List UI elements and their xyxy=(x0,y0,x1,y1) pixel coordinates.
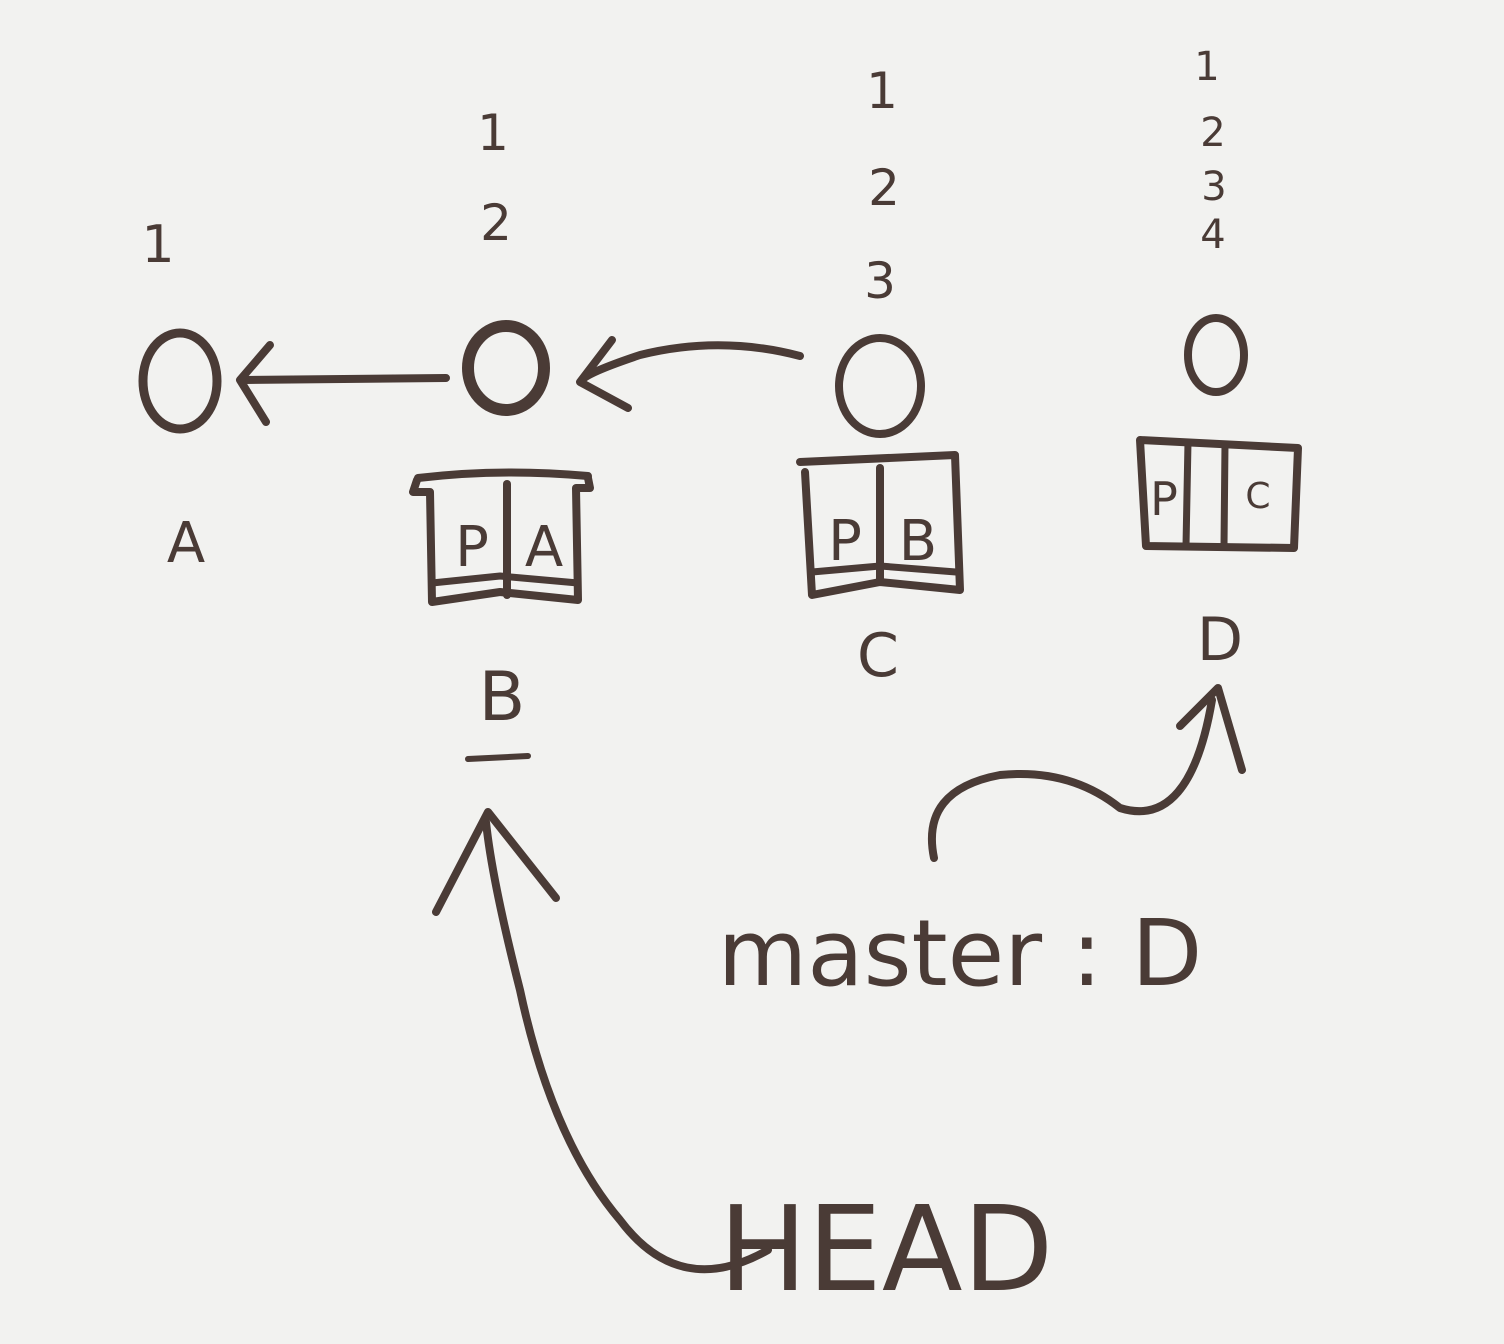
commit-d-parent-label: P xyxy=(1150,472,1178,526)
commit-d-line-2: 2 xyxy=(1200,110,1225,156)
commit-c: 1 2 3 P B C xyxy=(796,62,964,691)
commit-a-label: A xyxy=(167,511,205,576)
commit-a-node xyxy=(138,328,222,434)
commit-c-parent-value: B xyxy=(899,509,937,574)
master-label: master : D xyxy=(718,900,1203,1007)
commit-b: 1 2 P A B xyxy=(409,104,594,762)
commit-b-label: B xyxy=(479,658,526,737)
commit-d-box: P C xyxy=(1136,436,1302,552)
commit-c-box: P B xyxy=(796,451,964,599)
head-ref: HEAD xyxy=(432,808,1054,1318)
commit-d-line-4: 4 xyxy=(1200,212,1225,258)
commit-b-parent-value: A xyxy=(525,515,563,580)
commit-a-line-1: 1 xyxy=(141,215,174,275)
commit-d-line-3: 3 xyxy=(1201,164,1226,210)
commit-c-parent-label: P xyxy=(828,509,862,574)
commit-b-node xyxy=(462,320,550,416)
commit-d: 1 2 3 4 P C D xyxy=(1136,44,1302,675)
head-arrow xyxy=(482,818,772,1274)
master-arrow xyxy=(927,696,1216,862)
commit-b-box: P A xyxy=(409,468,594,606)
commit-c-line-1: 1 xyxy=(866,62,898,120)
arrow-b-to-a xyxy=(236,341,450,426)
head-label: HEAD xyxy=(719,1180,1054,1318)
commit-a: 1 A xyxy=(138,215,222,576)
arrow-c-to-b xyxy=(576,336,804,412)
master-arrow-head xyxy=(1176,684,1246,774)
commit-b-line-2: 2 xyxy=(480,194,512,252)
commit-d-parent-value: C xyxy=(1245,476,1270,517)
commit-c-label: C xyxy=(857,621,899,691)
commit-b-parent-label: P xyxy=(455,515,489,580)
commit-c-line-3: 3 xyxy=(864,252,896,310)
commit-b-line-1: 1 xyxy=(477,104,509,162)
head-arrow-head xyxy=(432,808,560,916)
commit-b-underline xyxy=(465,753,531,762)
commit-d-line-1: 1 xyxy=(1194,44,1219,90)
commit-d-node xyxy=(1184,314,1248,396)
commit-c-line-2: 2 xyxy=(868,159,900,217)
master-ref: master : D xyxy=(718,684,1246,1007)
commit-c-node xyxy=(835,334,925,438)
commit-d-label: D xyxy=(1197,605,1243,675)
